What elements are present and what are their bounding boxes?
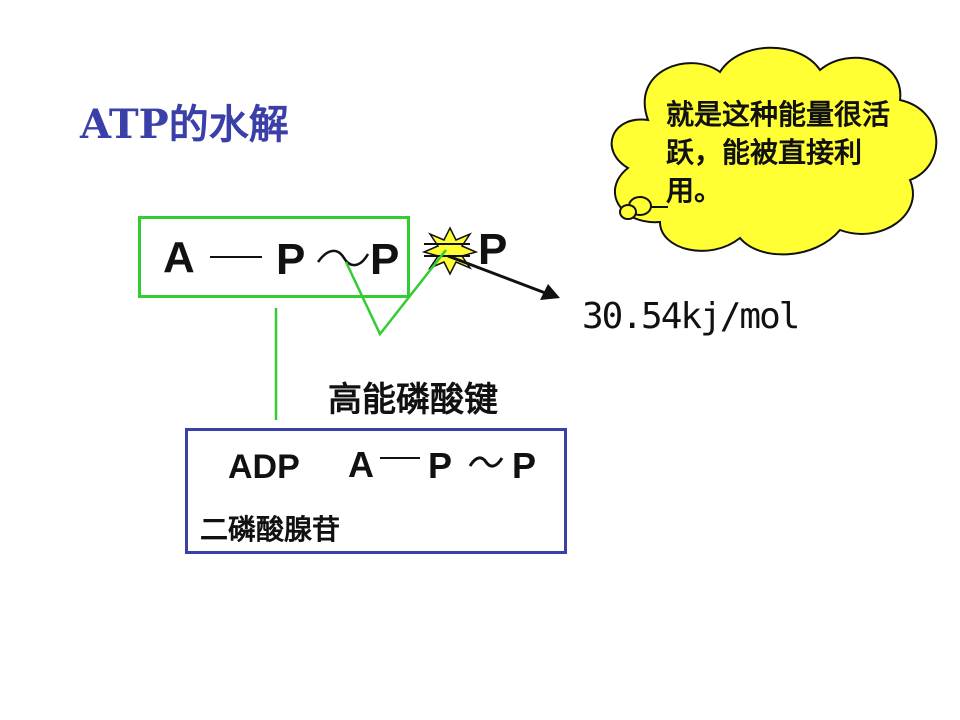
atp-adenosine-label: A <box>163 233 195 282</box>
page-title: ATP的水解 <box>80 101 289 148</box>
energy-value: 30.54kj/mol <box>582 296 800 337</box>
atp-phosphate-1: P <box>276 235 306 284</box>
energy-release-arrow <box>447 254 560 300</box>
adp-high-energy-bond <box>468 456 504 468</box>
cloud-callout-bubble <box>610 46 938 256</box>
atp-phosphate-2: P <box>370 235 400 284</box>
high-energy-bond-label: 高能磷酸键 <box>328 380 498 420</box>
adp-phosphate-1: P <box>428 445 453 486</box>
high-energy-bond-pointer <box>344 249 447 337</box>
callout-text: 就是这种能量很活跃，能被直接利用。 <box>666 98 891 207</box>
atp-high-energy-bond-1 <box>316 249 370 267</box>
atp-phosphate-3: P <box>478 225 508 274</box>
adp-phosphate-2: P <box>512 445 537 486</box>
adp-box <box>185 428 567 554</box>
adp-adenosine-label: A <box>348 444 374 485</box>
adp-name-label: ADP <box>228 448 300 486</box>
adp-chinese-name: 二磷酸腺苷 <box>200 513 341 546</box>
atp-box <box>138 216 410 298</box>
